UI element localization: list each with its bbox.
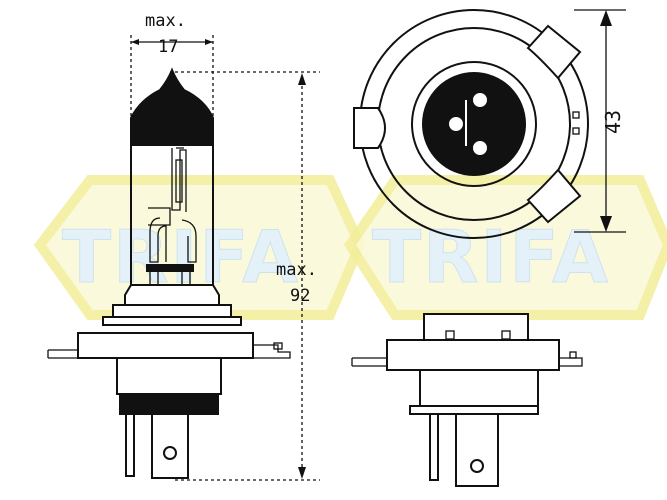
front-terminal-left — [429, 413, 439, 481]
bulb-collar — [112, 304, 232, 318]
front-base-lower — [409, 405, 539, 415]
bulb-top-view: 43 — [353, 9, 626, 239]
pin-bottom — [471, 139, 489, 157]
tab-bottom-right — [526, 168, 582, 224]
filament-base-pinch — [146, 264, 194, 272]
marker-square-2 — [572, 127, 580, 135]
width-arrow-right — [205, 39, 213, 45]
pin-left — [447, 115, 465, 133]
tab-top-right — [526, 24, 582, 80]
pin-top — [471, 91, 489, 109]
terminal-hole — [163, 446, 177, 460]
bulb-base-black — [119, 393, 219, 415]
tab-left — [353, 107, 386, 149]
front-top-block — [423, 313, 529, 341]
length-dimension-value: 92 — [290, 286, 310, 306]
filament-assembly — [146, 147, 197, 286]
length-dimension-label: max. — [276, 260, 317, 280]
width-dimension-label: max. — [145, 11, 186, 31]
watermark-hexagon-left — [33, 175, 366, 320]
length-arrow-bottom — [298, 467, 306, 479]
bulb-flange — [77, 332, 254, 359]
diameter-dimension-value: 43 — [601, 110, 625, 134]
bulb-base-upper — [116, 357, 222, 395]
diameter-arrow-top — [600, 10, 612, 26]
bulb-front-view — [351, 313, 583, 487]
top-view-socket-core — [422, 72, 526, 176]
watermark-text-right: TRIFA — [372, 215, 610, 299]
top-view-inner-ring — [411, 61, 537, 187]
diameter-arrow-bottom — [600, 216, 612, 232]
front-terminal-right — [455, 413, 499, 487]
marker-square-1 — [572, 111, 580, 119]
width-dimension-value: 17 — [158, 37, 178, 57]
width-arrow-left — [131, 39, 139, 45]
bulb-neck — [124, 284, 220, 306]
bulb-side-view: max. 17 max. 92 — [47, 11, 320, 481]
bulb-black-cap — [130, 67, 214, 146]
terminal-pin-left — [125, 413, 135, 477]
watermark-hexagon-right — [343, 175, 667, 320]
bulb-collar-lower — [102, 316, 242, 326]
front-terminal-hole — [470, 459, 484, 473]
front-flange — [386, 339, 560, 371]
front-base-upper — [419, 369, 539, 407]
watermark-right: TRIFA — [343, 175, 667, 320]
length-arrow-top — [298, 73, 306, 85]
